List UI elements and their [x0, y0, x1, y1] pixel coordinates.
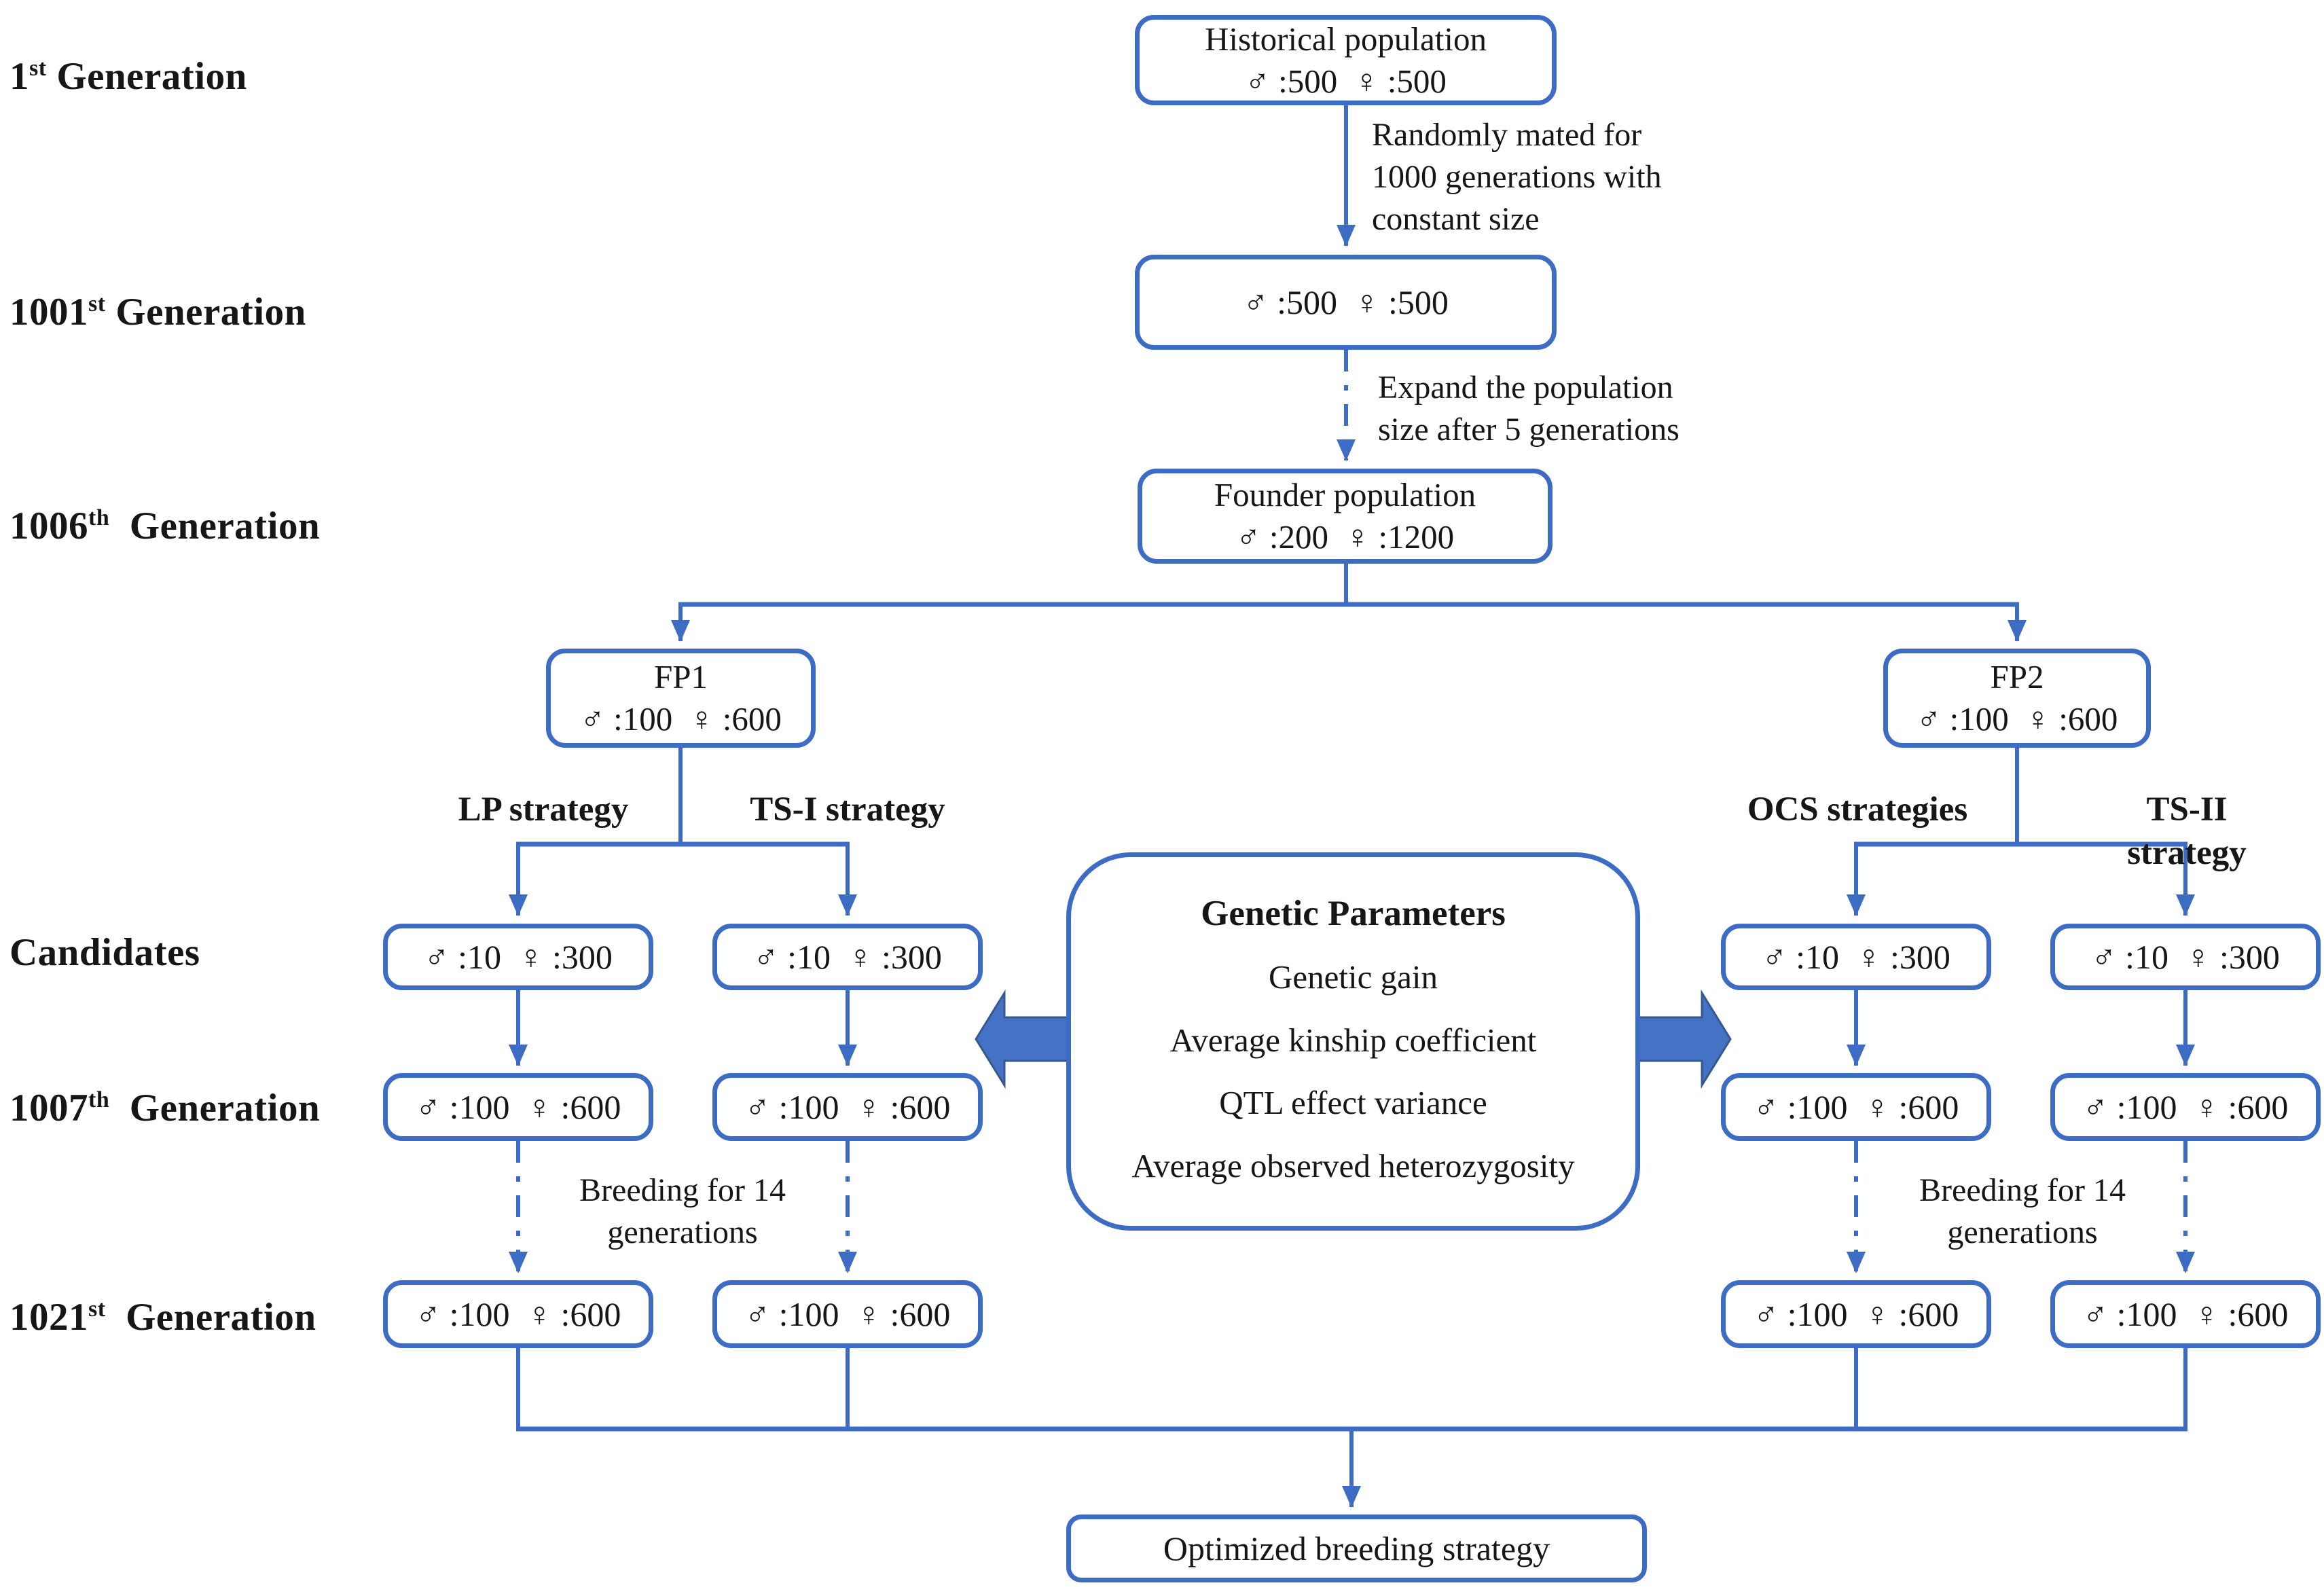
box-counts: ♂ :10 ♀ :300 [2091, 938, 2280, 976]
strategy-label-ocs: OCS strategies [1747, 791, 1968, 829]
box-counts: ♂ :100 ♀ :600 [1916, 700, 2118, 738]
strategy-label-lp: LP strategy [458, 791, 629, 829]
note-breeding-right: Breeding for 14 generations [1919, 1172, 2126, 1250]
box-fp1: FP1 ♂ :100 ♀ :600 [546, 649, 816, 748]
box-gen1021-ts-i: ♂ :100 ♀ :600 [712, 1280, 983, 1348]
box-gen1007-ocs: ♂ :100 ♀ :600 [1721, 1073, 1991, 1141]
box-gen1021-ts-ii: ♂ :100 ♀ :600 [2050, 1280, 2321, 1348]
box-counts: ♂ :100 ♀ :600 [744, 1088, 951, 1126]
strategy-label-ts-i: TS-I strategy [750, 791, 945, 829]
box-counts: ♂ :100 ♀ :600 [415, 1088, 621, 1126]
box-title: FP1 [653, 658, 708, 695]
row-label-1006th-generation: 1006th Generation [10, 501, 320, 552]
label-num: 1007 [10, 1087, 88, 1129]
label-num: 1001 [10, 291, 88, 333]
genetic-parameters-title: Genetic Parameters [1201, 894, 1506, 933]
label-num: 1021 [10, 1296, 88, 1339]
box-counts: ♂ :500 ♀ :500 [1245, 62, 1447, 100]
genetic-parameter-item: QTL effect variance [1219, 1084, 1487, 1122]
label-sup: th [88, 1087, 110, 1112]
box-counts: ♂ :100 ♀ :600 [1753, 1088, 1959, 1126]
box-counts: ♂ :100 ♀ :600 [2082, 1295, 2289, 1333]
row-label-1021st-generation: 1021st Generation [10, 1292, 316, 1343]
label-num: 1 [10, 55, 29, 98]
box-candidates-lp: ♂ :10 ♀ :300 [383, 924, 653, 990]
strategy-label-ts-ii: TS-II strategy [2127, 791, 2247, 872]
box-title: Optimized breeding strategy [1163, 1529, 1550, 1567]
box-title: FP2 [1990, 658, 2044, 695]
note-random-mating: Randomly mated for 1000 generations with… [1372, 117, 1662, 237]
box-candidates-ocs: ♂ :10 ♀ :300 [1721, 924, 1991, 990]
genetic-parameter-item: Genetic gain [1269, 958, 1438, 996]
note-breeding-left: Breeding for 14 generations [579, 1172, 786, 1250]
label-num: 1006 [10, 505, 88, 547]
box-gen1007-ts-i: ♂ :100 ♀ :600 [712, 1073, 983, 1141]
box-historical-population: Historical population ♂ :500 ♀ :500 [1135, 15, 1557, 105]
label-rest: Generation [105, 291, 306, 333]
box-gen1001: ♂ :500 ♀ :500 [1135, 255, 1557, 350]
row-label-1001st-generation: 1001st Generation [10, 287, 306, 338]
box-gen1021-lp: ♂ :100 ♀ :600 [383, 1280, 653, 1348]
box-counts: ♂ :100 ♀ :600 [744, 1295, 951, 1333]
box-candidates-ts-i: ♂ :10 ♀ :300 [712, 924, 983, 990]
label-sup: st [29, 56, 47, 81]
box-counts: ♂ :10 ♀ :300 [424, 938, 613, 976]
box-gen1007-ts-ii: ♂ :100 ♀ :600 [2050, 1073, 2321, 1141]
box-candidates-ts-ii: ♂ :10 ♀ :300 [2050, 924, 2321, 990]
box-gen1007-lp: ♂ :100 ♀ :600 [383, 1073, 653, 1141]
box-founder-population: Founder population ♂ :200 ♀ :1200 [1138, 469, 1553, 564]
box-fp2: FP2 ♂ :100 ♀ :600 [1883, 649, 2151, 748]
label-rest: Generation [105, 1296, 316, 1339]
block-arrow-right-icon [1637, 989, 1732, 1089]
label-sup: th [88, 505, 110, 530]
label-rest: Generation [46, 55, 247, 98]
label-rest: Generation [109, 1087, 321, 1129]
box-counts: ♂ :10 ♀ :300 [753, 938, 942, 976]
label-num: Candidates [10, 931, 200, 974]
row-label-candidates: Candidates [10, 927, 200, 979]
box-gen1021-ocs: ♂ :100 ♀ :600 [1721, 1280, 1991, 1348]
block-arrow-left-icon [975, 989, 1069, 1089]
box-counts: ♂ :200 ♀ :1200 [1235, 518, 1455, 556]
box-counts: ♂ :500 ♀ :500 [1243, 283, 1449, 321]
box-title: Founder population [1214, 476, 1476, 513]
label-sup: st [88, 1296, 106, 1322]
row-label-1st-generation: 1st Generation [10, 51, 247, 103]
label-rest: Generation [109, 505, 321, 547]
genetic-parameter-item: Average kinship coefficient [1169, 1021, 1537, 1059]
genetic-parameter-item: Average observed heterozygosity [1131, 1147, 1575, 1184]
row-label-1007th-generation: 1007th Generation [10, 1083, 320, 1134]
box-counts: ♂ :100 ♀ :600 [580, 700, 782, 738]
box-counts: ♂ :10 ♀ :300 [1762, 938, 1950, 976]
box-counts: ♂ :100 ♀ :600 [1753, 1295, 1959, 1333]
box-optimized-breeding-strategy: Optimized breeding strategy [1066, 1515, 1647, 1582]
note-expand-population: Expand the population size after 5 gener… [1378, 369, 1680, 448]
box-counts: ♂ :100 ♀ :600 [2082, 1088, 2289, 1126]
label-sup: st [88, 291, 106, 316]
genetic-parameters-box: Genetic Parameters Genetic gain Average … [1066, 852, 1640, 1231]
box-title: Historical population [1204, 20, 1487, 58]
box-counts: ♂ :100 ♀ :600 [415, 1295, 621, 1333]
